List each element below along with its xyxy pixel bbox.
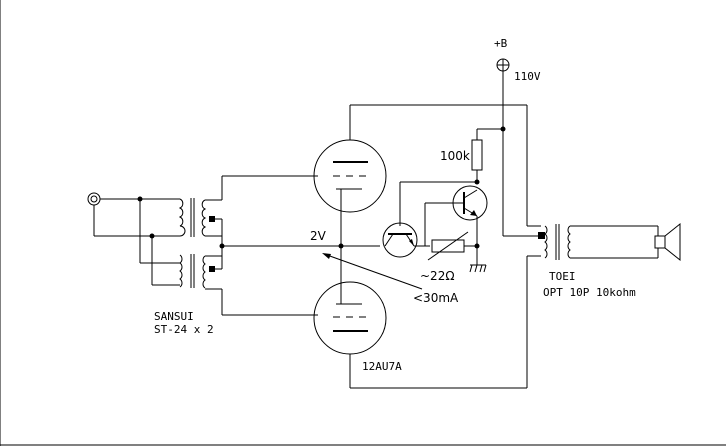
- supply-terminal-icon: [496, 58, 510, 72]
- current-arrow-head: [322, 253, 331, 259]
- input-transformer-1-icon: [178, 198, 215, 237]
- output-transformer-icon: [538, 224, 571, 260]
- input-jack-icon: [87, 192, 101, 206]
- label-sense-resistor: ~22Ω: [420, 269, 455, 283]
- label-current: <30mA: [413, 291, 459, 305]
- label-bias-voltage: 2V: [310, 229, 327, 243]
- junction: [474, 179, 480, 185]
- label-output-transformer-brand: TOEI: [549, 270, 576, 283]
- resistor-100k-icon: [471, 139, 483, 171]
- label-input-transformer-model: ST-24 x 2: [154, 323, 214, 336]
- label-supply: +B: [494, 37, 508, 50]
- current-arrow-icon: [326, 254, 423, 290]
- label-tube: 12AU7A: [362, 360, 402, 373]
- transistor-lower-icon: [382, 222, 418, 258]
- label-input-transformer-brand: SANSUI: [154, 310, 194, 323]
- label-supply-voltage: 110V: [514, 70, 541, 83]
- variable-arrow: [427, 231, 469, 261]
- junction: [474, 243, 480, 249]
- upper-triode-icon: [313, 139, 387, 213]
- label-resistor-100k: 100k: [440, 149, 470, 163]
- lower-triode-icon: [313, 281, 387, 355]
- ground-icon: [469, 264, 487, 273]
- input-transformer-2-icon: [179, 254, 215, 289]
- transistor-upper-icon: [425, 185, 488, 221]
- speaker-icon: [654, 222, 681, 262]
- label-output-transformer-model: OPT 10P 10kohm: [543, 286, 636, 299]
